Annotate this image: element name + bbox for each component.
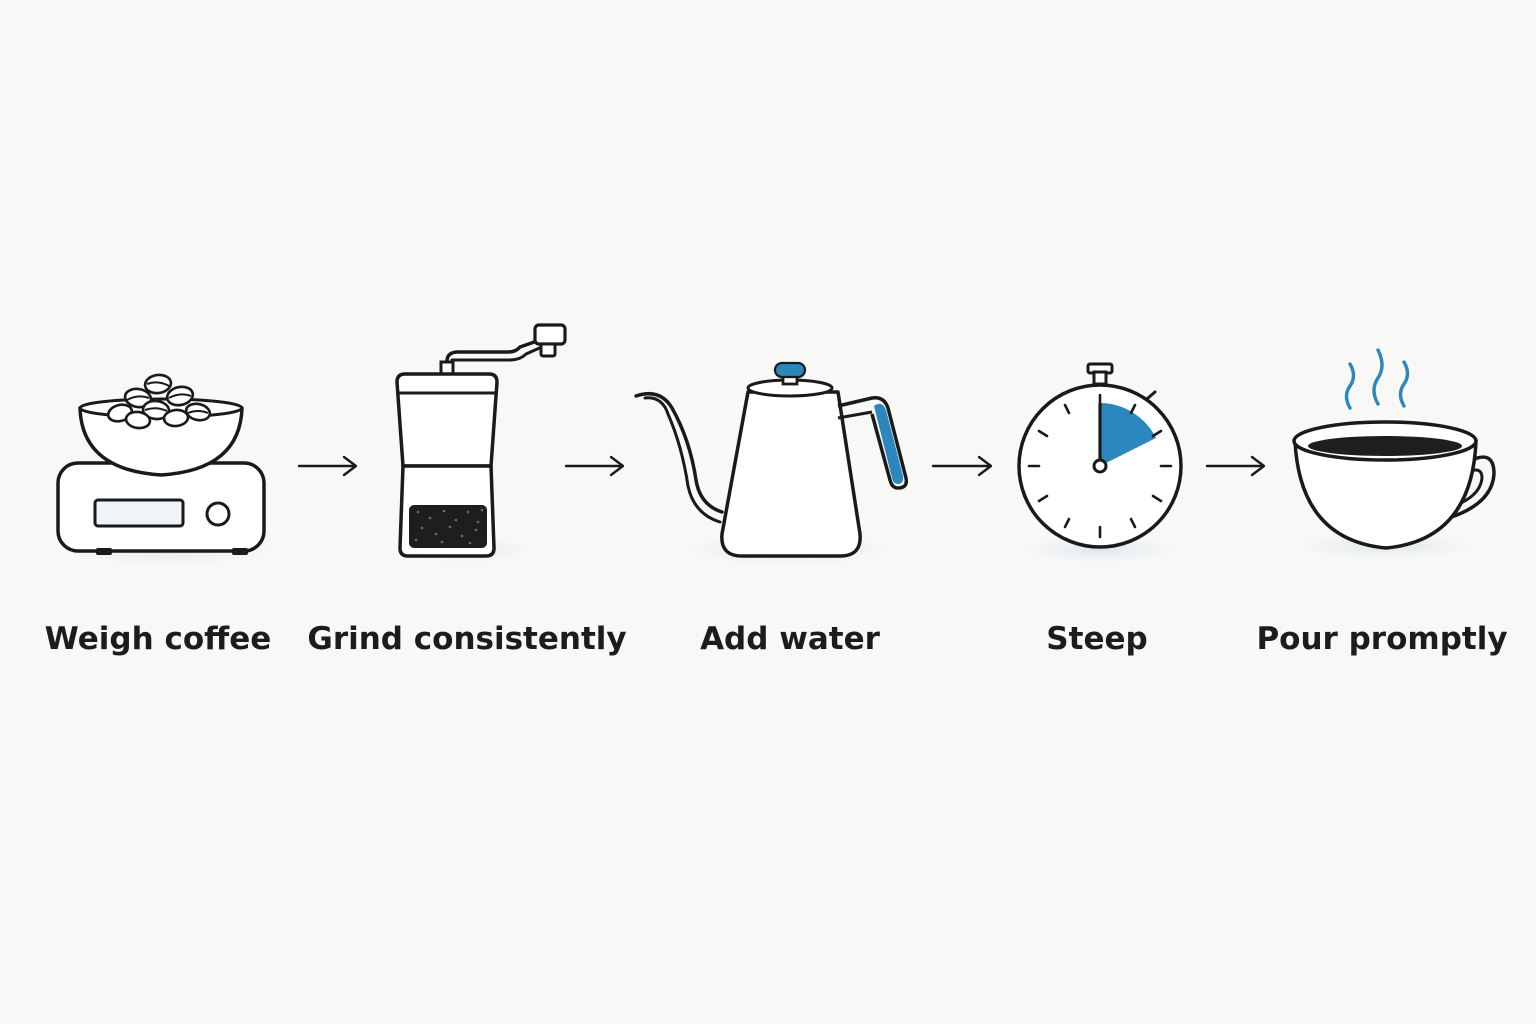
step-pour-promptly: Pour promptly	[1256, 348, 1508, 657]
step-add-water: Add water	[634, 361, 909, 657]
step-grind-consistently: Grind consistently	[307, 323, 627, 657]
arrow-right-icon	[1205, 455, 1266, 477]
step-label: Weigh coffee	[45, 621, 272, 657]
step-label: Grind consistently	[307, 621, 626, 657]
arrow-right-icon	[297, 455, 358, 477]
coffee-grinder-icon	[395, 323, 567, 564]
gooseneck-kettle-icon	[634, 361, 909, 567]
scale-with-beans-icon	[56, 373, 280, 566]
step-label: Steep	[1046, 621, 1147, 657]
step-steep: Steep	[1017, 362, 1183, 657]
step-label: Add water	[700, 621, 881, 657]
arrow-right-icon	[931, 455, 993, 477]
step-weigh-coffee: Weigh coffee	[45, 373, 280, 657]
steaming-cup-icon	[1292, 348, 1496, 561]
stopwatch-icon	[1017, 362, 1183, 564]
arrow-right-icon	[564, 455, 625, 477]
step-label: Pour promptly	[1256, 621, 1507, 657]
